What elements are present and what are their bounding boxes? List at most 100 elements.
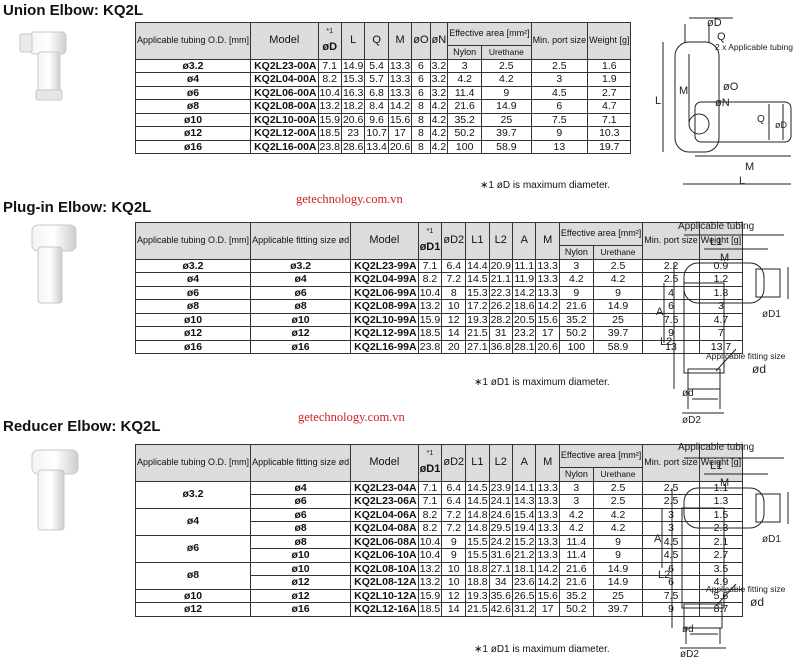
col-a: A — [512, 222, 537, 260]
reducer-elbow-note: ∗1 øD1 is maximum diameter. — [474, 644, 610, 655]
col-model: Model — [250, 22, 319, 60]
dim-d2: øD2 — [682, 415, 701, 424]
col-l1: L1 — [465, 444, 490, 482]
col-q: Q — [364, 22, 389, 60]
col-weight: Weight [g] — [587, 22, 632, 60]
watermark-2: getechnology.com.vn — [298, 410, 405, 424]
dim-fitting: Applicable fitting size — [706, 584, 786, 594]
col-l2: L2 — [488, 222, 514, 260]
col-urethane: Urethane — [481, 45, 532, 60]
col-d2: øD2 — [441, 222, 467, 260]
dim-l2: L — [739, 175, 745, 187]
col-d2: øD2 — [441, 444, 467, 482]
dim-m2: M — [745, 161, 754, 173]
dim-d-small: ød — [682, 388, 694, 399]
dim-l2: L2 — [660, 336, 672, 348]
dim-a: A — [654, 533, 662, 545]
dim-d1: øD1 — [762, 309, 781, 320]
dim-tubing: Applicable tubing — [678, 221, 754, 232]
dim-m: M — [720, 477, 729, 489]
col-weight: Weight [g] — [698, 222, 744, 260]
dim-tubing: 2 x Applicable tubing — [715, 42, 793, 52]
union-elbow-section: Union Elbow: KQ2L Applicable tubing O.D.… — [0, 0, 800, 195]
watermark-1: getechnology.com.vn — [296, 192, 403, 206]
col-port: Min. port size — [642, 444, 700, 482]
col-urethane: Urethane — [592, 245, 644, 260]
reducer-elbow-diagram: Applicable tubing L1 M øD1 A L2 Applicab… — [654, 442, 789, 658]
col-nylon: Nylon — [558, 245, 594, 260]
dim-d1: øD1 — [762, 534, 781, 545]
plugin-elbow-note: ∗1 øD1 is maximum diameter. — [474, 377, 610, 388]
reducer-elbow-table: Applicable tubing O.D. [mm] Applicable f… — [134, 444, 744, 617]
reducer-elbow-photo — [31, 449, 79, 531]
plugin-elbow-section: Plug-in Elbow: KQ2L Applicable tubing O.… — [0, 195, 800, 424]
col-area: Effective area [mm²] — [558, 222, 644, 246]
dim-d: øD — [707, 17, 722, 29]
dim-d: ød — [750, 595, 764, 609]
col-fitting: Applicable fitting size ød — [250, 222, 352, 260]
union-elbow-photo — [19, 31, 67, 101]
union-elbow-diagram: øD Q 2 x Applicable tubing M L øO øN M L… — [655, 17, 793, 187]
col-m: M — [387, 22, 413, 60]
col-nylon: Nylon — [558, 467, 594, 482]
dim-d-small: ød — [682, 624, 694, 635]
col-model: Model — [350, 444, 419, 482]
col-area: Effective area [mm²] — [447, 22, 532, 46]
col-o: øO — [411, 22, 431, 60]
reducer-elbow-title: Reducer Elbow: KQ2L — [3, 418, 161, 435]
dim-m: M — [720, 252, 729, 264]
col-tubing: Applicable tubing O.D. [mm] — [134, 22, 252, 60]
dim-l1: L1 — [710, 460, 722, 472]
dim-a: A — [656, 306, 664, 318]
dim-n: øN — [715, 97, 730, 109]
col-nylon: Nylon — [447, 45, 483, 60]
union-elbow-title: Union Elbow: KQ2L — [3, 2, 143, 19]
dim-d2: øD2 — [680, 649, 699, 658]
col-area: Effective area [mm²] — [558, 444, 644, 468]
dim-q2: Q — [757, 114, 765, 125]
col-n: øN — [429, 22, 449, 60]
col-urethane: Urethane — [592, 467, 644, 482]
reducer-elbow-section: Reducer Elbow: KQ2L Applicable tubing O.… — [0, 414, 800, 661]
col-m: M — [535, 444, 560, 482]
dim-tubing: Applicable tubing — [678, 442, 754, 453]
dim-q: Q — [717, 31, 726, 43]
col-model: Model — [350, 222, 419, 260]
col-l2: L2 — [488, 444, 514, 482]
col-l: L — [340, 22, 366, 60]
col-tubing: Applicable tubing O.D. [mm] — [134, 444, 252, 482]
dim-m: M — [679, 85, 688, 97]
col-a: A — [512, 444, 537, 482]
col-fitting: Applicable fitting size ød — [250, 444, 352, 482]
plugin-elbow-diagram: Applicable tubing L1 M øD1 A L2 Applicab… — [656, 221, 789, 424]
col-weight: Weight [g] — [698, 444, 744, 482]
plugin-elbow-photo — [31, 224, 77, 304]
col-tubing: Applicable tubing O.D. [mm] — [134, 222, 252, 260]
dim-fitting: Applicable fitting size — [706, 351, 786, 361]
plugin-elbow-table: Applicable tubing O.D. [mm] Applicable f… — [134, 222, 744, 354]
dim-o: øO — [723, 81, 739, 93]
col-m: M — [535, 222, 560, 260]
dim-l1: L1 — [710, 236, 722, 248]
